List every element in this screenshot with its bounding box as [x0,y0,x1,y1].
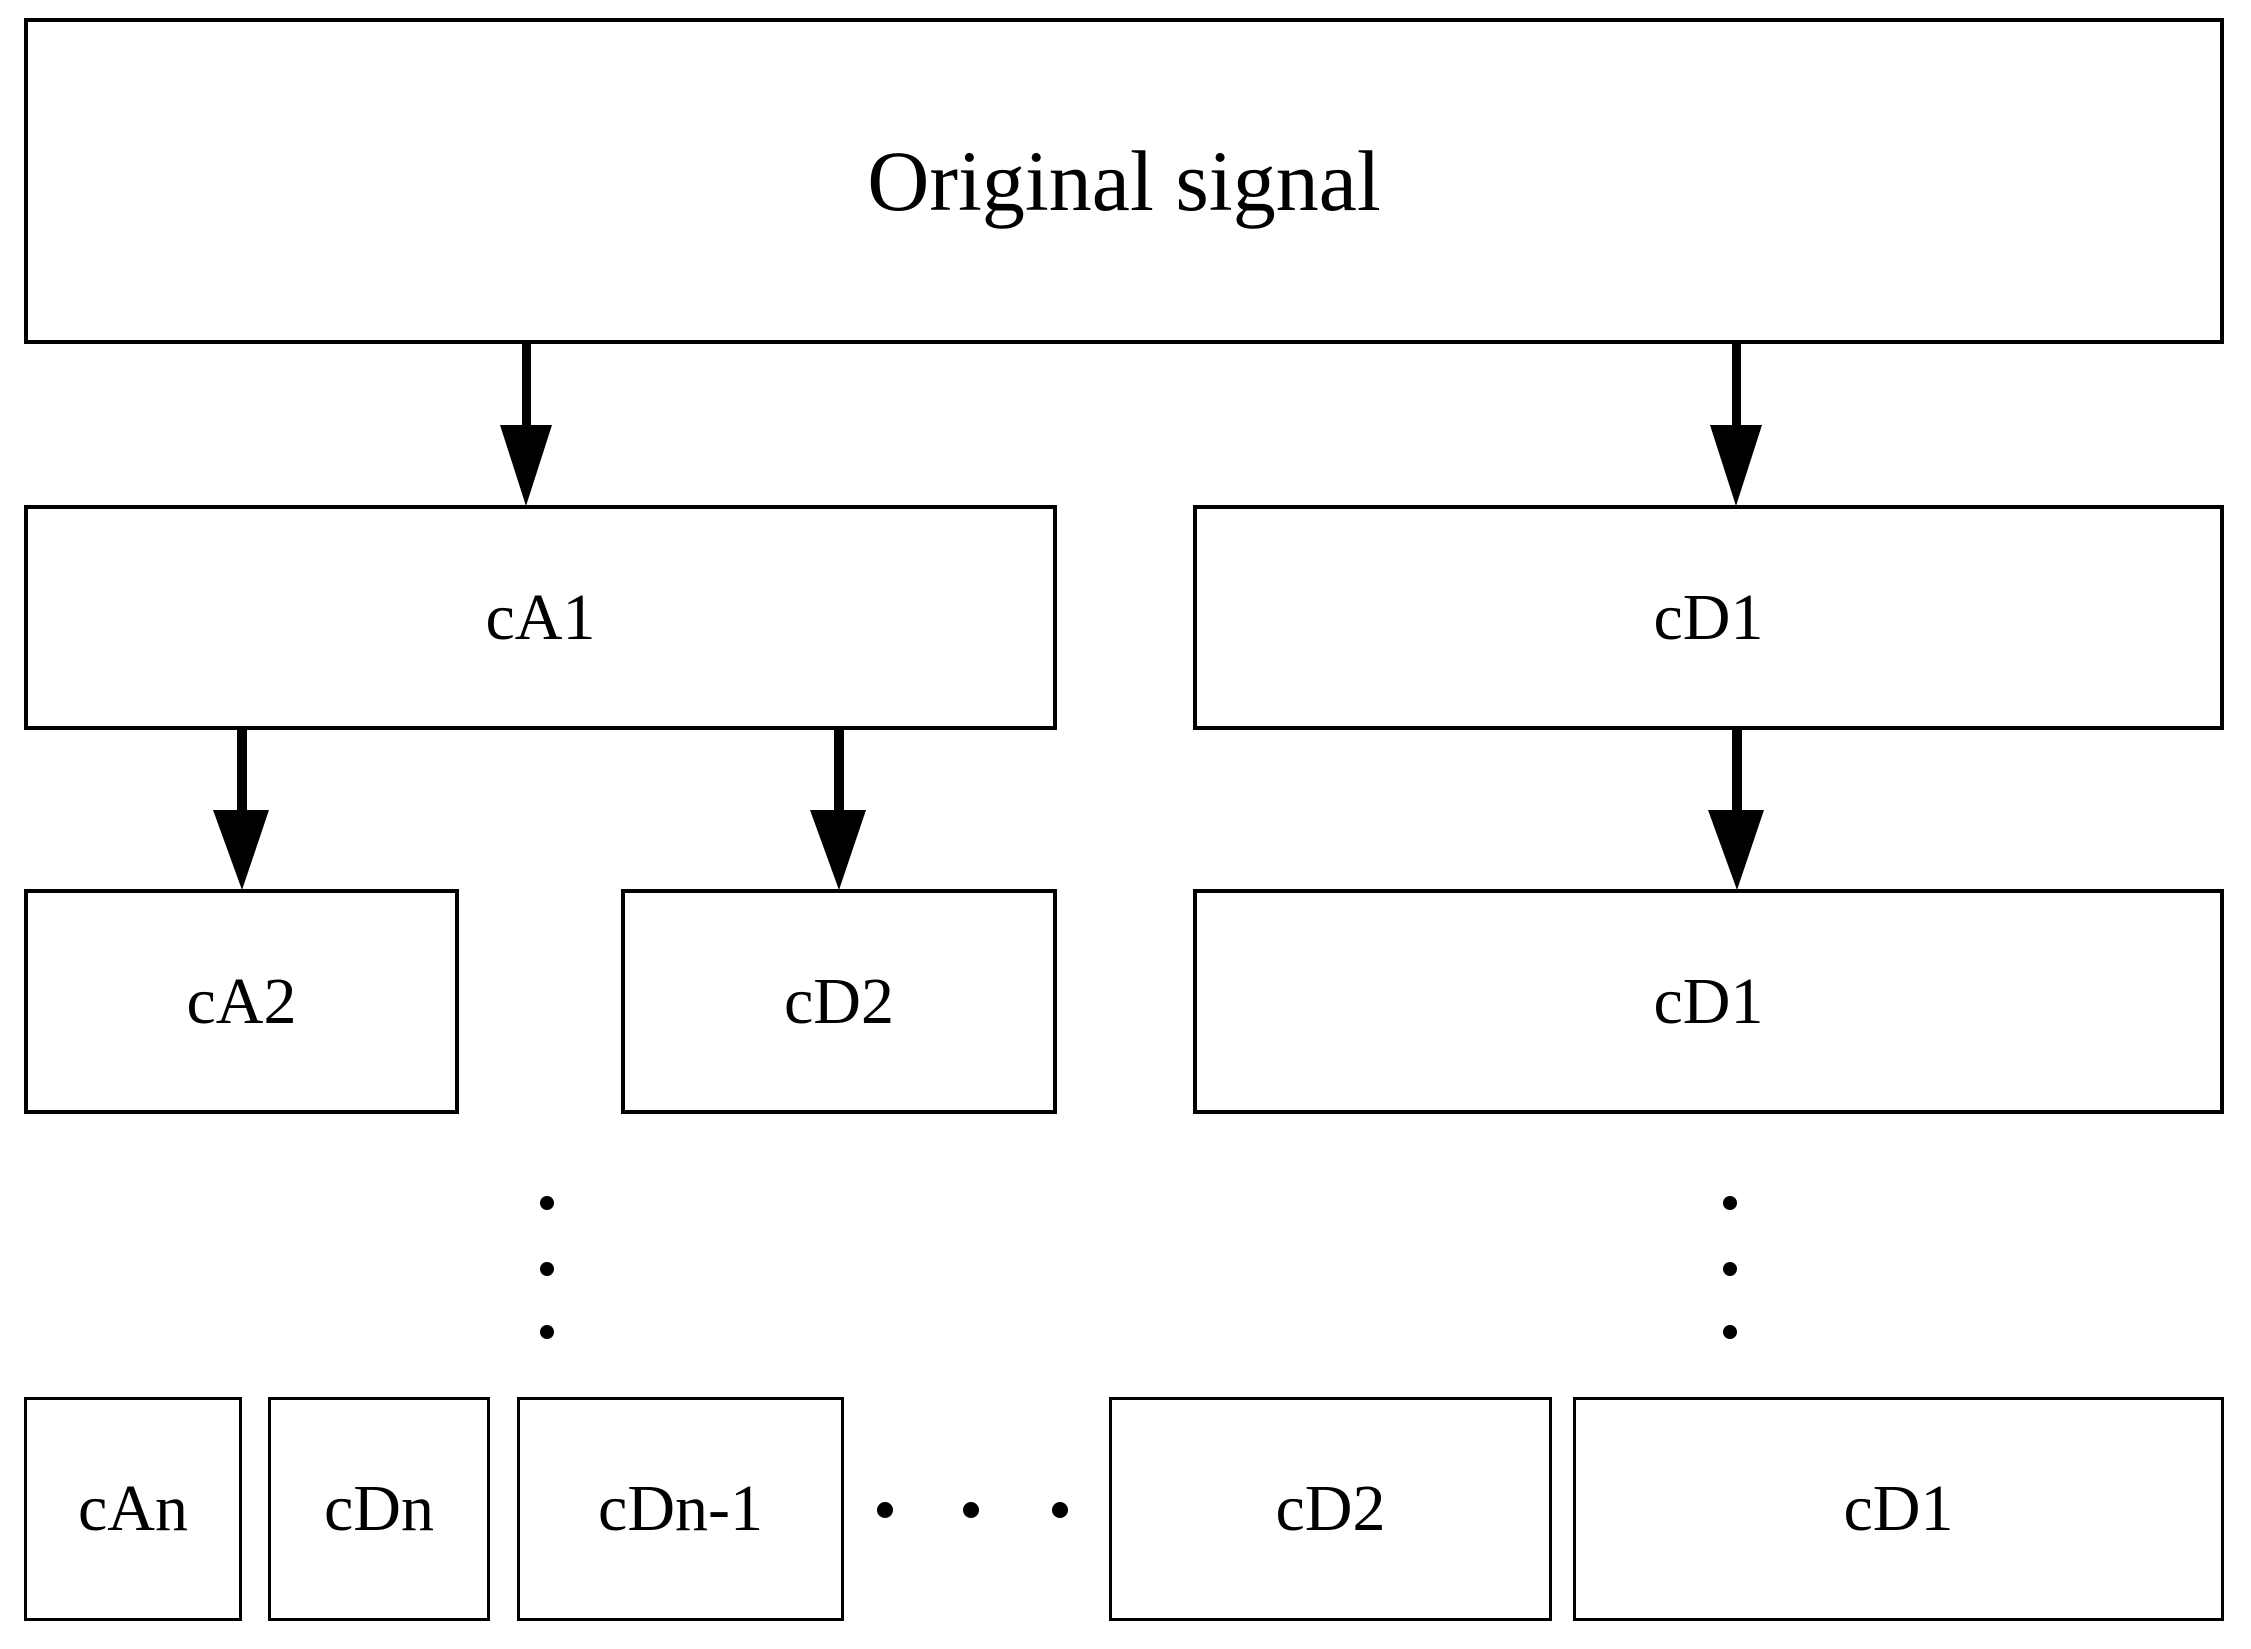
node-cDn-leveln: cDn [268,1397,490,1621]
node-cD2-level2-label: cD2 [784,964,894,1038]
ellipsis-dot [877,1502,893,1518]
node-cD2-level2: cD2 [621,889,1057,1114]
arrow-root-to-cD1 [1710,340,1762,506]
arrow-cD1-to-cD1 [1708,726,1764,890]
node-cDn-minus-1-leveln-label: cDn-1 [598,1472,763,1545]
node-cDn-minus-1-leveln: cDn-1 [517,1397,844,1621]
node-cAn-leveln: cAn [24,1397,242,1621]
node-cDn-leveln-label: cDn [324,1472,434,1545]
ellipsis-dot [1052,1502,1068,1518]
node-cD2-leveln: cD2 [1109,1397,1552,1621]
node-cA2-level2: cA2 [24,889,459,1114]
node-cD1-leveln-label: cD1 [1843,1472,1954,1545]
arrow-root-to-cA1 [500,340,552,506]
node-cD2-leveln-label: cD2 [1275,1472,1386,1545]
node-cD1-level2-label: cD1 [1653,964,1764,1038]
ellipsis-dot [1723,1262,1737,1276]
arrow-cA1-to-cA2 [213,726,269,890]
ellipsis-dot [1723,1325,1737,1339]
node-cA1-level1: cA1 [24,505,1057,730]
ellipsis-dot [540,1325,554,1339]
ellipsis-dot [1723,1196,1737,1210]
arrow-cA1-to-cD2 [810,726,866,890]
node-cAn-leveln-label: cAn [78,1472,188,1545]
ellipsis-dot [963,1502,979,1518]
node-cD1-level1: cD1 [1193,505,2224,730]
node-cD1-level1-label: cD1 [1653,580,1764,654]
node-cD1-level2: cD1 [1193,889,2224,1114]
node-cD1-leveln: cD1 [1573,1397,2224,1621]
ellipsis-dot [540,1262,554,1276]
node-cA1-level1-label: cA1 [485,580,596,654]
node-original-signal: Original signal [24,18,2224,344]
ellipsis-dot [540,1196,554,1210]
node-cA2-level2-label: cA2 [186,964,297,1038]
node-original-signal-label: Original signal [867,133,1381,229]
